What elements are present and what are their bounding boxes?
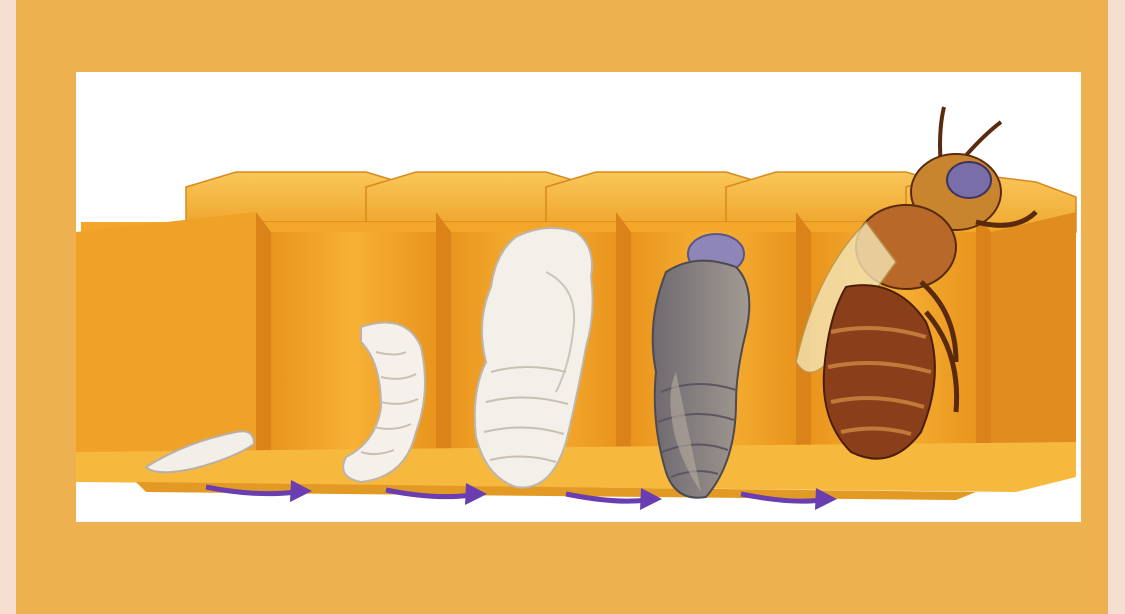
bee-lifecycle-diagram [76,72,1081,522]
diagram-frame [16,0,1108,614]
honeycomb-illustration [76,72,1081,522]
